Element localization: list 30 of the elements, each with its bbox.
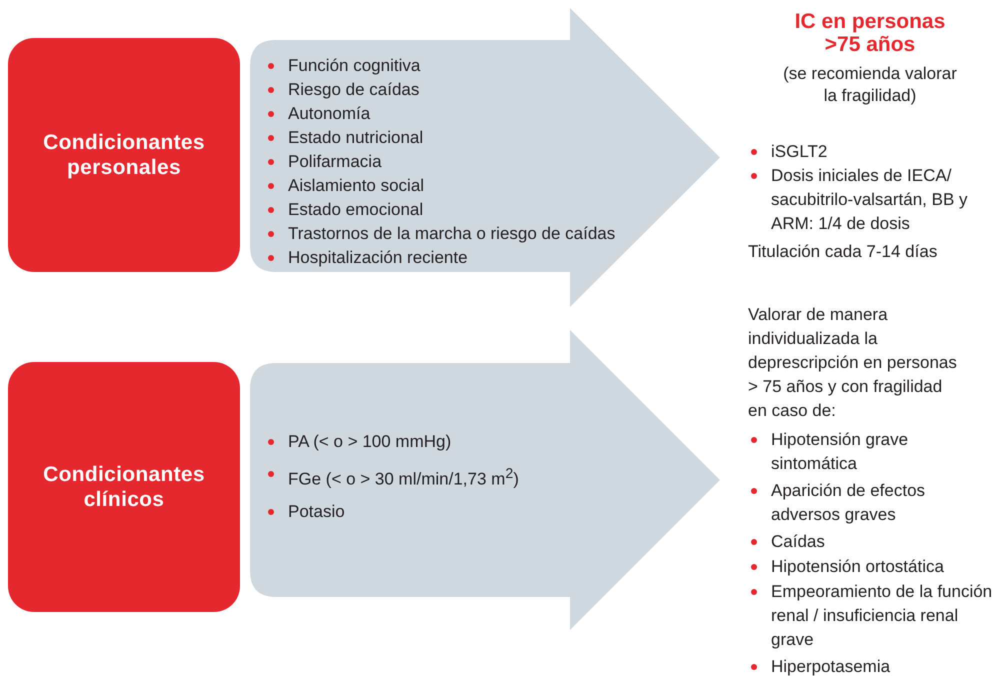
list-item: Hospitalización reciente [268, 246, 628, 270]
box-label: Condicionantes personales [42, 130, 206, 180]
subtitle: (se recomienda valorar la fragilidad) [782, 63, 958, 107]
note-text: Titulación cada 7-14 días [748, 241, 938, 263]
list-item: Hipotensión ortostática [751, 555, 995, 579]
list-item: Dosis iniciales de IECA/ sacubitrilo-valsartán, BB y ARM: 1/4 de dosis [751, 164, 995, 236]
list-item: Aislamiento social [268, 174, 628, 198]
list-item: Polifarmacia [268, 150, 628, 174]
note-text: Valorar de manera individualizada la deprescripción en personas > 75 años y con fragilidad en caso de: [748, 304, 958, 422]
list-item: Función cognitiva [268, 54, 628, 78]
arrow-shape [250, 330, 720, 630]
list-item: Autonomía [268, 102, 628, 126]
box-label: Condicionantes clínicos [42, 462, 206, 512]
list-item: Hiperpotasemia [751, 655, 995, 679]
list-item: Estado nutricional [268, 126, 628, 150]
list-item: Aparición de efectos adversos graves [751, 479, 995, 527]
list-item: FGe (< o > 30 ml/min/1,73 m$^{2}$) [268, 462, 588, 492]
diagram-title: IC en personas >75 años [794, 10, 946, 56]
list-item: Estado emocional [268, 198, 628, 222]
condition-box [8, 38, 240, 272]
list-item: iSGLT2 [751, 140, 995, 164]
list-item: Hipotensión grave sintomática [751, 428, 995, 476]
list-item: Empeoramiento de la función renal / insuficiencia renal grave [751, 580, 995, 652]
list-item: Riesgo de caídas [268, 78, 628, 102]
list-item: Potasio [268, 500, 588, 524]
arrow-shape [250, 8, 720, 307]
list-item: Caídas [751, 530, 995, 554]
condition-box [8, 362, 240, 612]
list-item: Trastornos de la marcha o riesgo de caídas [268, 222, 628, 246]
list-item: PA (< o > 100 mmHg) [268, 430, 588, 454]
